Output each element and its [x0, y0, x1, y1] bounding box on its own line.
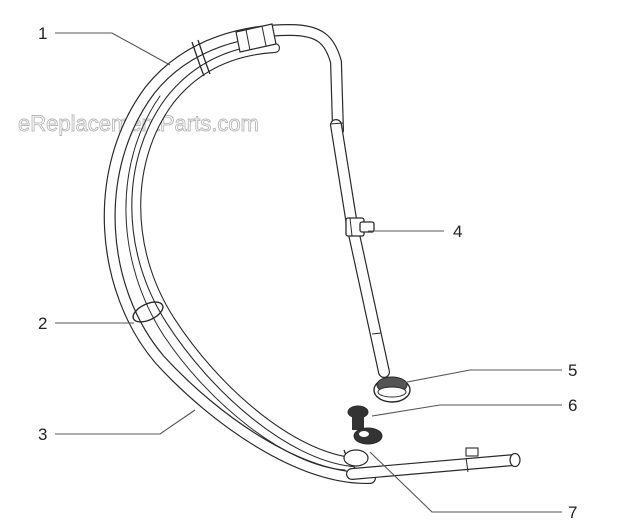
leader-1	[55, 32, 171, 66]
inner-tube-line	[125, 95, 346, 471]
top-coupler	[191, 23, 277, 77]
callout-6: 6	[568, 396, 577, 415]
main-hose	[103, 24, 376, 485]
callout-3: 3	[38, 425, 47, 444]
outlet-tube	[346, 447, 521, 480]
band-clamp	[132, 301, 164, 323]
leader-7	[369, 451, 562, 513]
callout-4: 4	[453, 222, 462, 241]
inner-hose	[131, 43, 357, 467]
end-fitting	[373, 376, 411, 403]
callout-7: 7	[568, 503, 577, 522]
drain-tube	[329, 119, 390, 378]
valve-plug	[347, 405, 383, 445]
leader-5	[401, 369, 562, 384]
leader-6	[371, 404, 562, 417]
leader-3	[55, 409, 196, 435]
callout-2: 2	[38, 314, 47, 333]
callout-1: 1	[38, 24, 47, 43]
hose-clip	[345, 217, 375, 237]
callout-5: 5	[568, 361, 577, 380]
